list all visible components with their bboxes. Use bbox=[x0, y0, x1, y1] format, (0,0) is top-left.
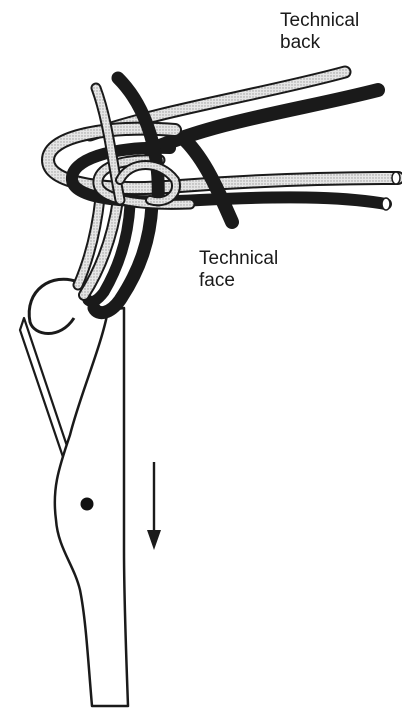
technical-back-label: Technical back bbox=[280, 10, 359, 54]
needle-rivet bbox=[81, 498, 94, 511]
needle-latch bbox=[20, 318, 70, 460]
technical-face-label: Technical face bbox=[199, 248, 278, 292]
hanging-loops bbox=[78, 198, 152, 313]
latch-needle-icon bbox=[20, 279, 128, 706]
yarn-back-layer bbox=[90, 72, 378, 150]
arrow-down-icon bbox=[147, 462, 161, 550]
needle-hook bbox=[29, 279, 78, 333]
